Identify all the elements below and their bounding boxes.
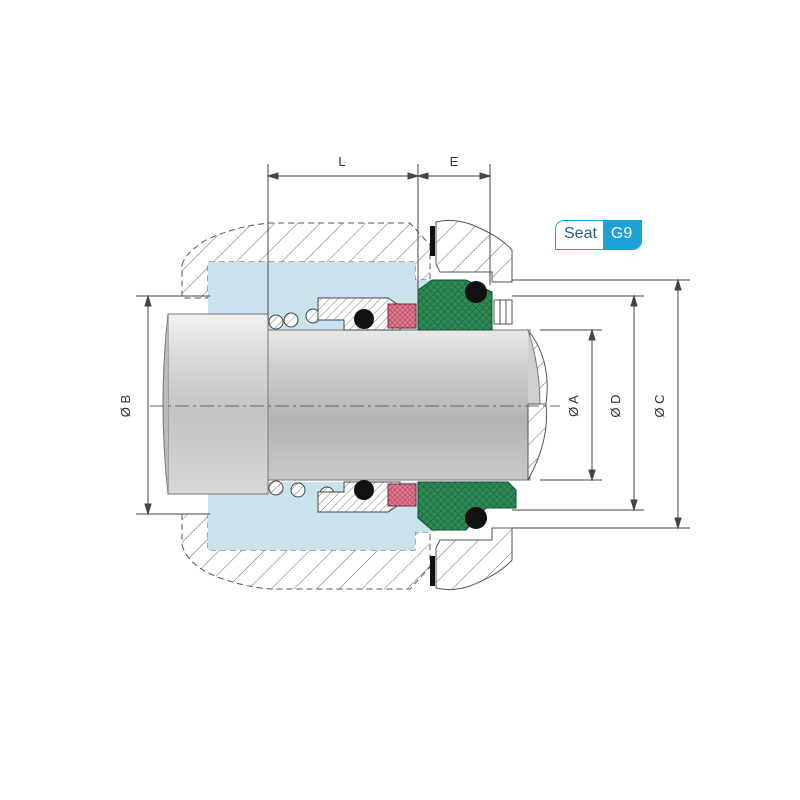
dim-label-a: Ø A xyxy=(566,395,581,417)
shaft xyxy=(267,329,531,481)
gland-lower xyxy=(435,527,513,591)
seat-badge-label: Seat xyxy=(556,221,603,249)
dim-label-l: L xyxy=(338,154,345,169)
dim-label-c: Ø C xyxy=(652,394,667,417)
anti-rotation-pin xyxy=(493,299,513,325)
seat-type-badge: Seat G9 xyxy=(555,220,643,250)
seat-lower xyxy=(417,481,517,531)
shaft-step xyxy=(167,313,269,495)
seat-badge-code: G9 xyxy=(602,221,642,249)
oring-seat-lower xyxy=(465,507,487,529)
spring-lower xyxy=(268,480,335,502)
seal-face-upper xyxy=(387,303,417,329)
oring-rotary-upper xyxy=(354,309,374,329)
dim-label-b: Ø B xyxy=(118,395,133,417)
gasket-upper xyxy=(430,226,435,256)
oring-seat-upper xyxy=(465,281,487,303)
dimension-lines xyxy=(144,172,682,530)
seal-face-lower xyxy=(387,483,417,507)
dim-label-e: E xyxy=(450,154,459,169)
dim-label-d: Ø D xyxy=(608,394,623,417)
oring-rotary-lower xyxy=(354,480,374,500)
gasket-lower xyxy=(430,556,435,586)
gland-upper xyxy=(435,219,513,283)
